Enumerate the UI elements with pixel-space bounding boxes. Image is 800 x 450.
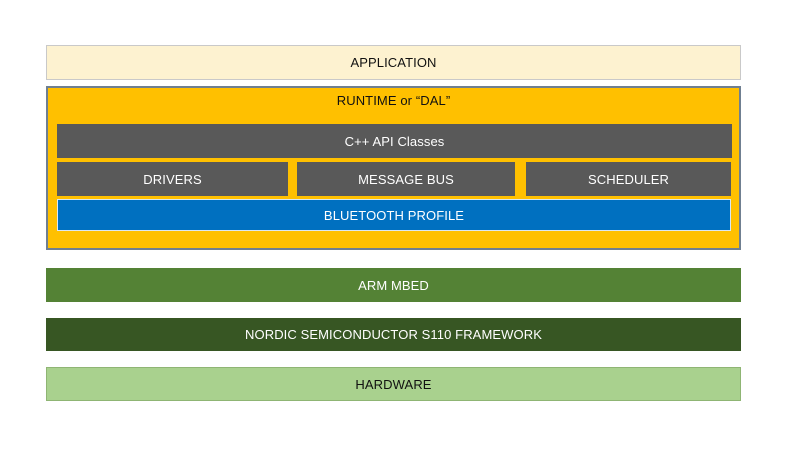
arm-mbed-label: ARM MBED xyxy=(358,277,429,293)
hardware-layer: HARDWARE xyxy=(46,367,741,401)
bluetooth-profile-label: BLUETOOTH PROFILE xyxy=(323,207,465,223)
application-layer: APPLICATION xyxy=(46,45,741,80)
arm-mbed-layer: ARM MBED xyxy=(46,268,741,302)
api-classes-block: C++ API Classes xyxy=(57,124,732,158)
drivers-label: DRIVERS xyxy=(143,171,202,187)
scheduler-label: SCHEDULER xyxy=(587,171,670,187)
application-layer-label: APPLICATION xyxy=(350,55,437,70)
hardware-label: HARDWARE xyxy=(355,376,432,392)
nordic-framework-layer: NORDIC SEMICONDUCTOR S110 FRAMEWORK xyxy=(46,318,741,351)
nordic-framework-label: NORDIC SEMICONDUCTOR S110 FRAMEWORK xyxy=(245,327,542,342)
runtime-layer-title: RUNTIME or “DAL” xyxy=(336,93,451,108)
bluetooth-profile-block: BLUETOOTH PROFILE xyxy=(57,199,731,231)
api-classes-label: C++ API Classes xyxy=(344,133,445,149)
scheduler-block: SCHEDULER xyxy=(526,162,731,196)
message-bus-block: MESSAGE BUS xyxy=(297,162,515,196)
drivers-block: DRIVERS xyxy=(57,162,288,196)
message-bus-label: MESSAGE BUS xyxy=(358,171,454,187)
runtime-layer: RUNTIME or “DAL” C++ API Classes DRIVERS… xyxy=(46,86,741,250)
